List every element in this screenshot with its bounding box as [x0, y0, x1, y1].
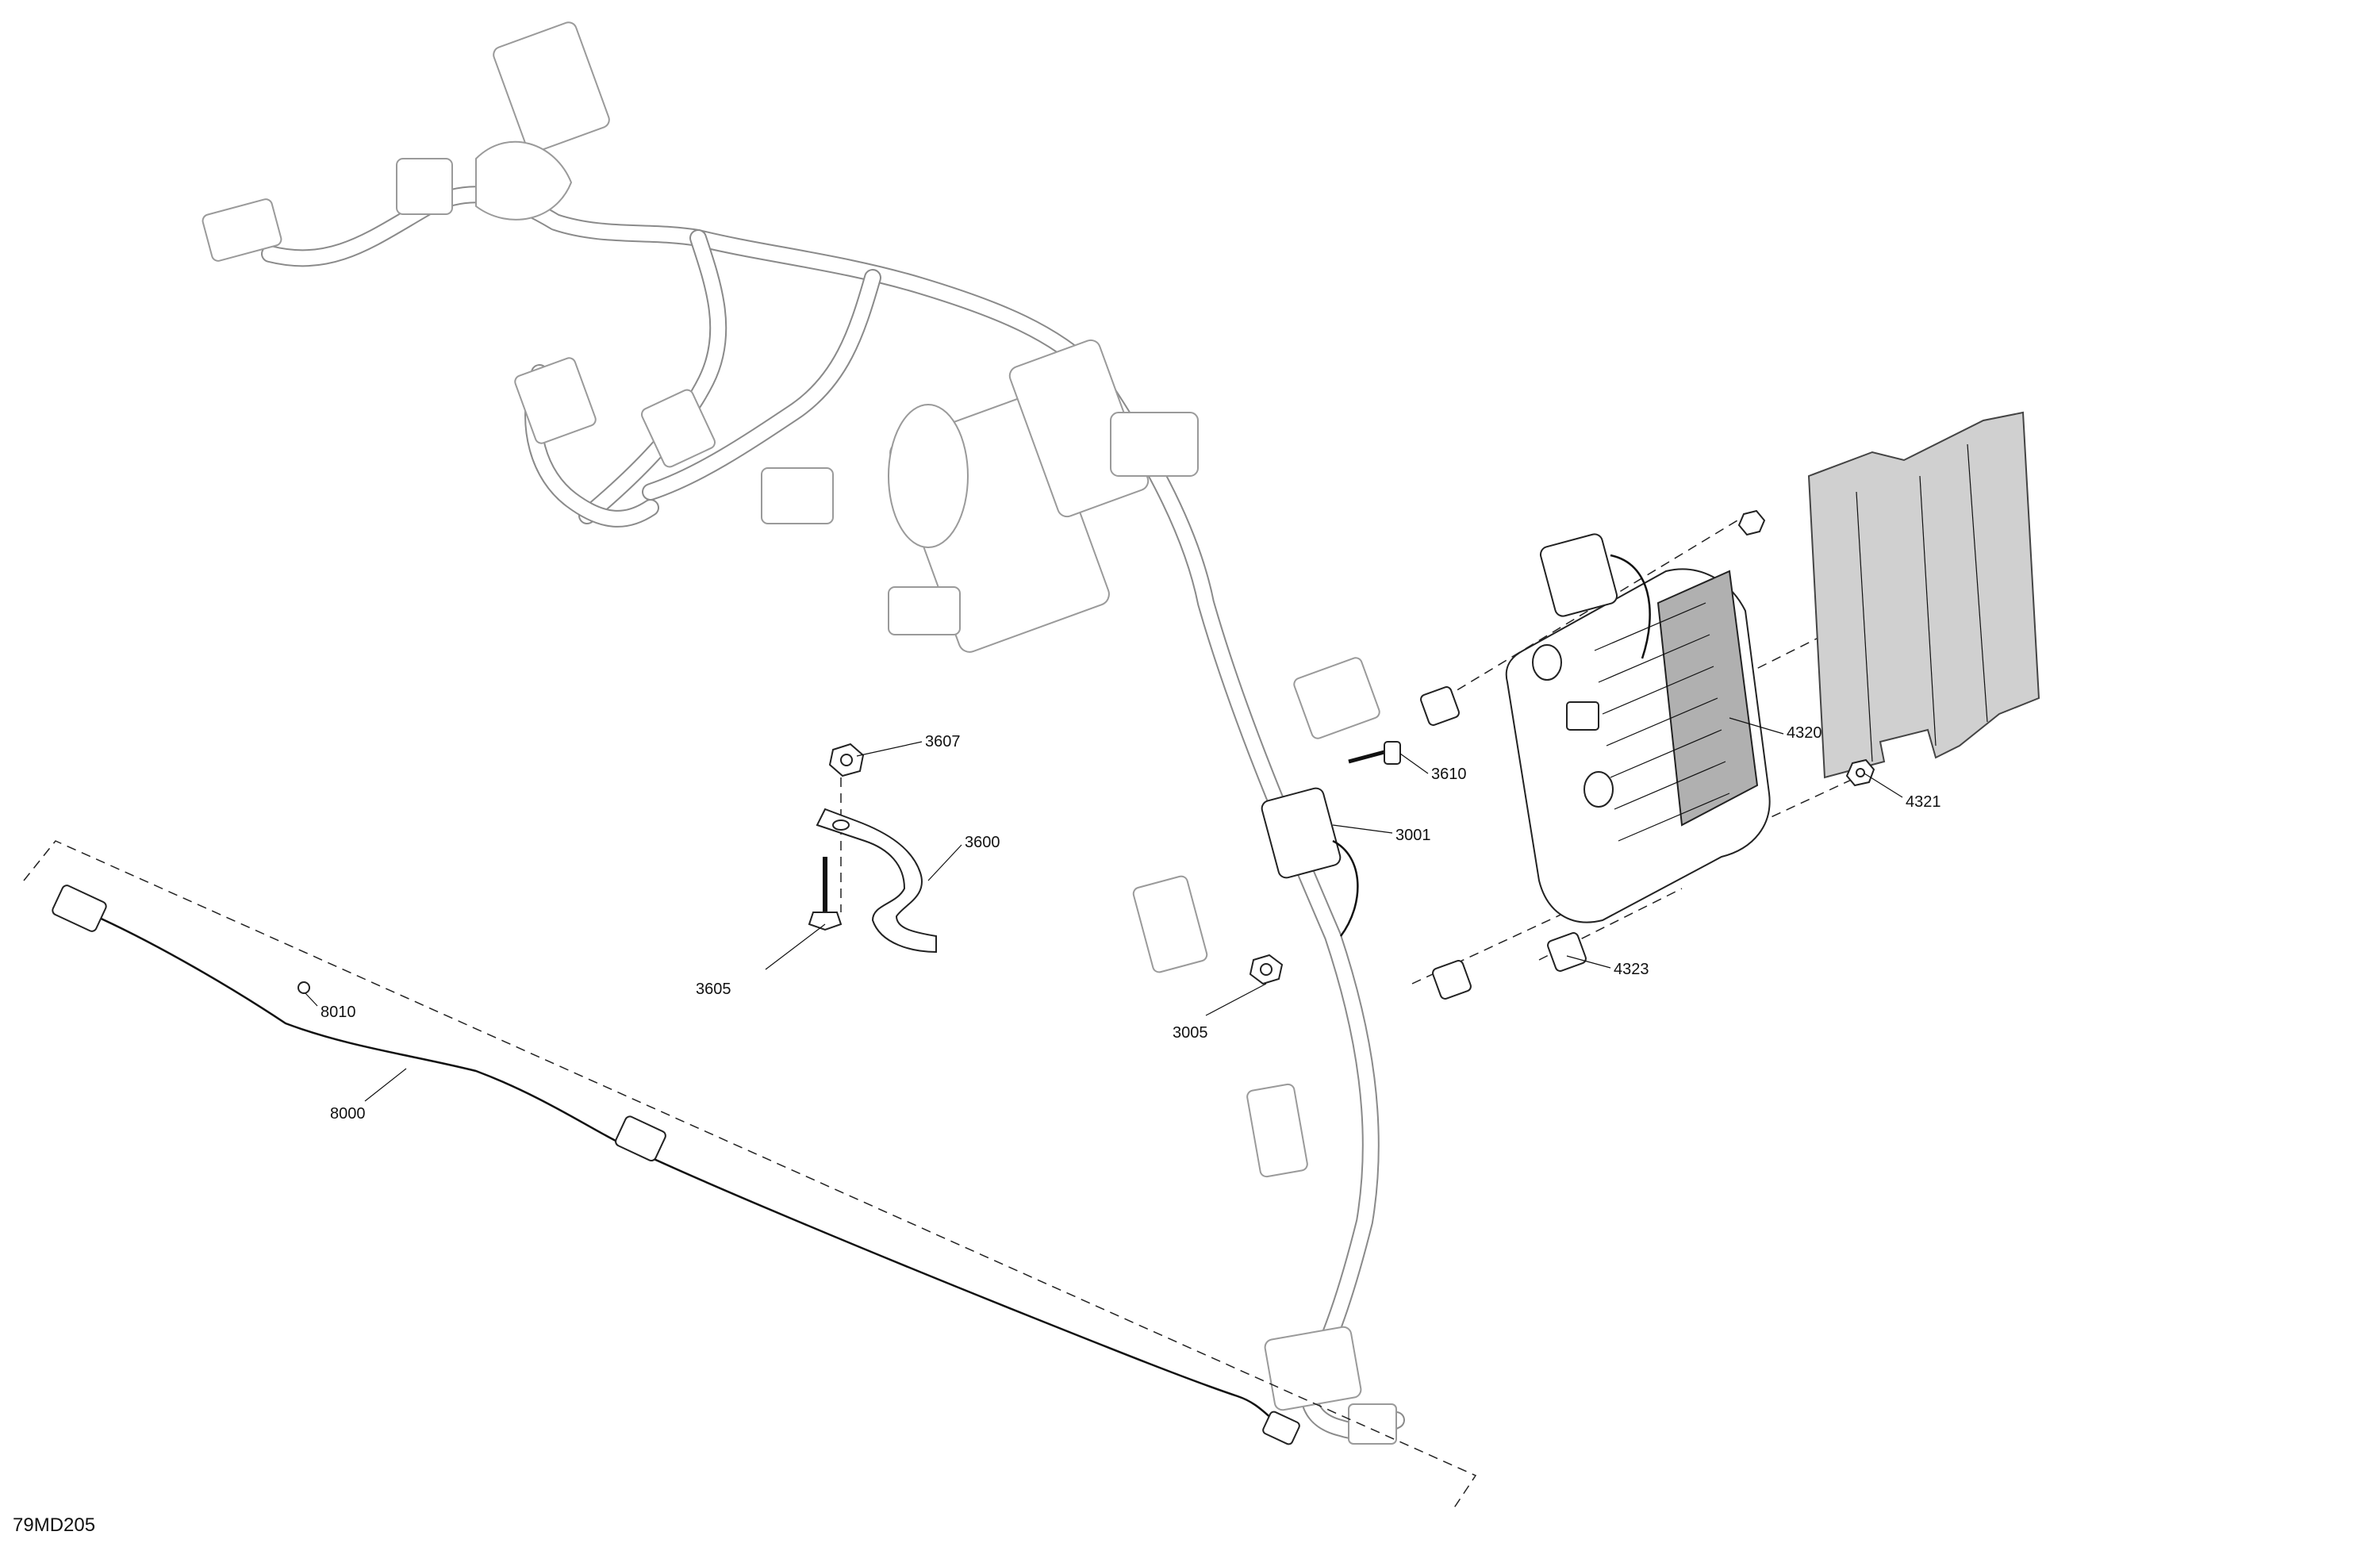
nut-3607 [828, 743, 865, 777]
callout-3600: 3600 [965, 834, 1000, 851]
voltage-regulator-4320 [1505, 533, 1771, 923]
callout-3610: 3610 [1431, 766, 1467, 783]
callout-4321: 4321 [1906, 793, 1941, 811]
bolt-3605 [808, 857, 843, 931]
ground-cable-3600 [816, 808, 937, 954]
callout-8010: 8010 [321, 1004, 356, 1021]
callout-3001: 3001 [1395, 827, 1431, 844]
nut-3005 [1249, 954, 1284, 985]
callout-3607: 3607 [925, 733, 961, 750]
standoff-nuts-4323 [1420, 686, 1587, 1000]
connector-3001 [1261, 787, 1359, 937]
callout-4320: 4320 [1787, 724, 1822, 742]
leader-lines [305, 717, 1903, 1102]
nut-4321 [1845, 758, 1875, 787]
nut-top [1737, 509, 1766, 536]
callout-3605: 3605 [696, 981, 731, 998]
heat-sink-fins [1594, 602, 1730, 842]
diagram-reference-code: 79MD205 [13, 1514, 95, 1536]
auxiliary-harness-8000 [52, 885, 1300, 1445]
callout-3005: 3005 [1173, 1024, 1208, 1042]
callout-8000: 8000 [330, 1105, 366, 1123]
callout-4323: 4323 [1614, 961, 1649, 978]
callout-labels: 3607 3610 4320 4321 3600 3001 3605 4323 … [321, 724, 1941, 1123]
main-wiring-harness [202, 21, 1405, 1445]
heat-shield [1807, 411, 2040, 779]
screw-3610 [1348, 741, 1401, 765]
